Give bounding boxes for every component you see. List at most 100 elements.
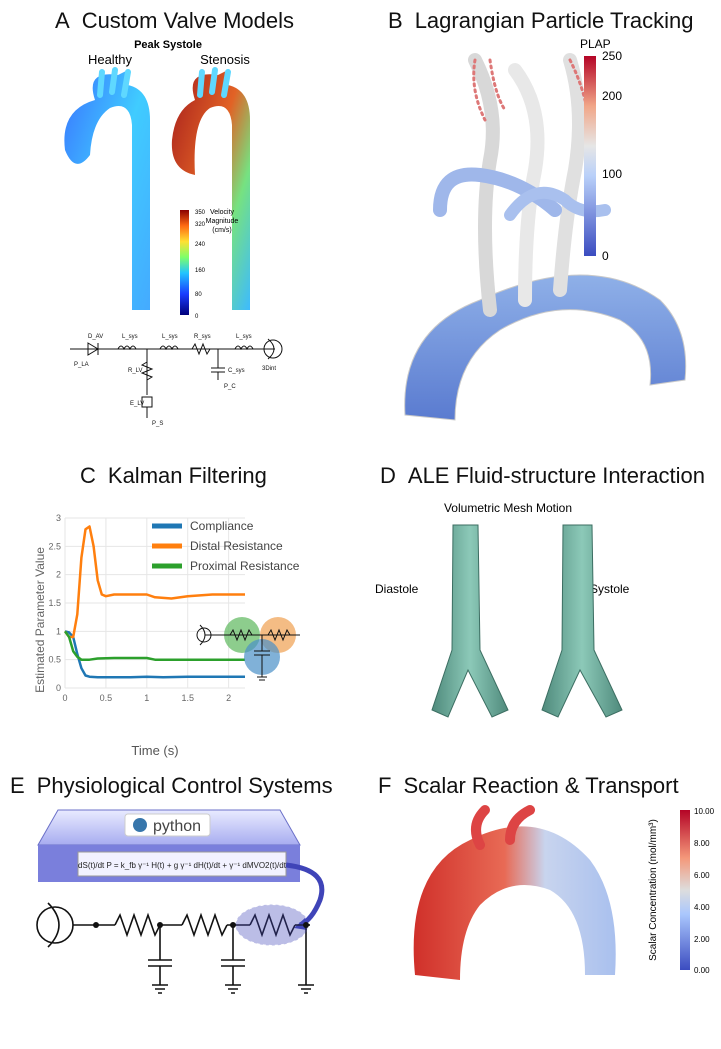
python-logo-icon — [133, 818, 147, 832]
velocity-colorbar — [180, 210, 189, 315]
y-tick-label: 2 — [56, 570, 61, 580]
velocity-tick: 80 — [195, 292, 202, 298]
node-dot — [303, 922, 309, 928]
circuit-label: L_sys — [122, 334, 138, 340]
scalar-tick: 2.00 — [694, 935, 710, 944]
panel-b-title-text: Lagrangian Particle Tracking — [414, 8, 694, 33]
panel-e-figure: python dS(t)/dt P = k_fb γ⁻¹ H(t) + g γ⁻… — [36, 809, 325, 994]
healthy-aorta-model — [64, 67, 150, 310]
circuit-label: P_C — [224, 384, 236, 390]
lumped-circuit — [70, 338, 283, 418]
x-tick-label: 0.5 — [100, 693, 113, 703]
plap-colorbar — [584, 56, 596, 256]
legend-distal-resistance: Distal Resistance — [190, 539, 283, 553]
healthy-label: Healthy — [88, 52, 133, 67]
panel-a-title-text: Custom Valve Models — [81, 8, 295, 33]
chart-xlabel: Time (s) — [131, 743, 178, 758]
plap-colorbar-title: PLAP — [580, 37, 611, 51]
panel-c-title: C Kalman Filtering — [80, 463, 267, 489]
panel-f-figure: 10.00 8.00 6.00 4.00 2.00 0.00 Scalar Co… — [413, 805, 715, 980]
panel-b-letter: B — [388, 8, 403, 33]
aortic-arch-model — [404, 274, 687, 421]
node-dot — [93, 922, 99, 928]
scalar-tick: 4.00 — [694, 903, 710, 912]
legend-proximal-resistance: Proximal Resistance — [190, 559, 300, 573]
velocity-colorbar-title: Magnitude — [206, 218, 239, 225]
plap-tick: 250 — [602, 49, 622, 63]
scalar-vessel-model — [413, 826, 616, 980]
circuit-labels: D_AV L_sys L_sys R_sys L_sys P_LA R_LV C… — [74, 334, 276, 427]
panel-a-figure: Peak Systole Healthy Stenosis 350 320 24… — [64, 39, 283, 427]
mesh-systole — [541, 524, 623, 718]
velocity-tick: 350 — [195, 210, 206, 216]
velocity-tick: 0 — [195, 314, 199, 320]
plap-tick: 100 — [602, 167, 622, 181]
series-line-compliance — [64, 630, 245, 679]
panel-d-title: D ALE Fluid-structure Interaction — [380, 463, 705, 489]
circuit-label: R_sys — [194, 334, 211, 340]
panel-a-title: A Custom Valve Models — [55, 8, 294, 34]
panel-c: C Kalman Filtering Estimated Parameter Va… — [0, 455, 360, 770]
scalar-tick: 0.00 — [694, 966, 710, 975]
scalar-tick: 10.00 — [694, 807, 715, 816]
panel-b: B Lagrangian Particle Tracking — [360, 0, 721, 440]
chart-ylabel: Estimated Parameter Value — [33, 547, 47, 693]
systole-label: Systole — [590, 582, 630, 596]
circuit-label: 3Dint — [262, 366, 276, 372]
panel-d-title-text: ALE Fluid-structure Interaction — [407, 463, 706, 488]
peak-systole-label: Peak Systole — [134, 39, 202, 51]
series-line-proximal-resistance — [63, 630, 245, 661]
panel-d-letter: D — [380, 463, 396, 488]
plap-tick: 0 — [602, 249, 609, 263]
panel-c-title-text: Kalman Filtering — [107, 463, 267, 488]
controlled-resistor-highlight — [235, 904, 309, 946]
stenosis-label: Stenosis — [200, 52, 250, 67]
scalar-tick: 8.00 — [694, 839, 710, 848]
diastole-label: Diastole — [375, 582, 419, 596]
velocity-tick: 320 — [195, 222, 206, 228]
node-dot — [157, 922, 163, 928]
circuit-label: P_S — [152, 421, 163, 427]
x-tick-label: 1.5 — [181, 693, 194, 703]
controller-equation: dS(t)/dt P = k_fb γ⁻¹ H(t) + g γ⁻¹ dH(t)… — [78, 861, 287, 870]
mesh-diastole — [431, 524, 509, 718]
python-logo — [124, 813, 211, 837]
kalman-chart: Estimated Parameter Value Time (s) Compl… — [33, 513, 300, 758]
scalar-colorbar-title: Scalar Concentration (mol/mm³) — [648, 819, 659, 961]
velocity-colorbar-title: (cm/s) — [212, 227, 231, 234]
plap-tick: 200 — [602, 89, 622, 103]
x-tick-label: 2 — [226, 693, 231, 703]
panel-d-figure: Volumetric Mesh Motion Diastole Systole — [375, 501, 630, 718]
velocity-tick: 240 — [195, 242, 206, 248]
panel-a: A Custom Valve Models — [0, 0, 360, 440]
y-tick-label: 3 — [56, 513, 61, 523]
panel-a-letter: A — [55, 8, 70, 33]
panel-b-figure: PLAP 250 200 100 0 — [404, 37, 687, 421]
y-tick-label: 1.5 — [48, 598, 61, 608]
y-tick-label: 1 — [56, 626, 61, 636]
python-logo-text: python — [153, 818, 201, 835]
y-tick-label: 0.5 — [48, 655, 61, 665]
y-tick-label: 0 — [56, 683, 61, 693]
panel-c-letter: C — [80, 463, 96, 488]
panel-d: D ALE Fluid-structure Interaction Volumet… — [360, 455, 721, 770]
x-tick-label: 1 — [144, 693, 149, 703]
circuit-label: C_sys — [228, 368, 245, 374]
scalar-tick: 6.00 — [694, 871, 710, 880]
x-tick-label: 0 — [62, 693, 67, 703]
scalar-colorbar — [680, 810, 690, 970]
panel-f-letter: F — [378, 773, 392, 798]
circuit-label: R_LV — [128, 368, 143, 374]
mesh-motion-label: Volumetric Mesh Motion — [444, 501, 572, 515]
velocity-tick: 160 — [195, 268, 206, 274]
supra-aortic-branches — [433, 53, 611, 317]
circuit-label: L_sys — [236, 334, 252, 340]
legend-compliance: Compliance — [190, 519, 254, 533]
velocity-colorbar-title: Velocity — [210, 209, 235, 216]
y-tick-label: 2.5 — [48, 541, 61, 551]
windkessel-inset — [196, 617, 300, 681]
